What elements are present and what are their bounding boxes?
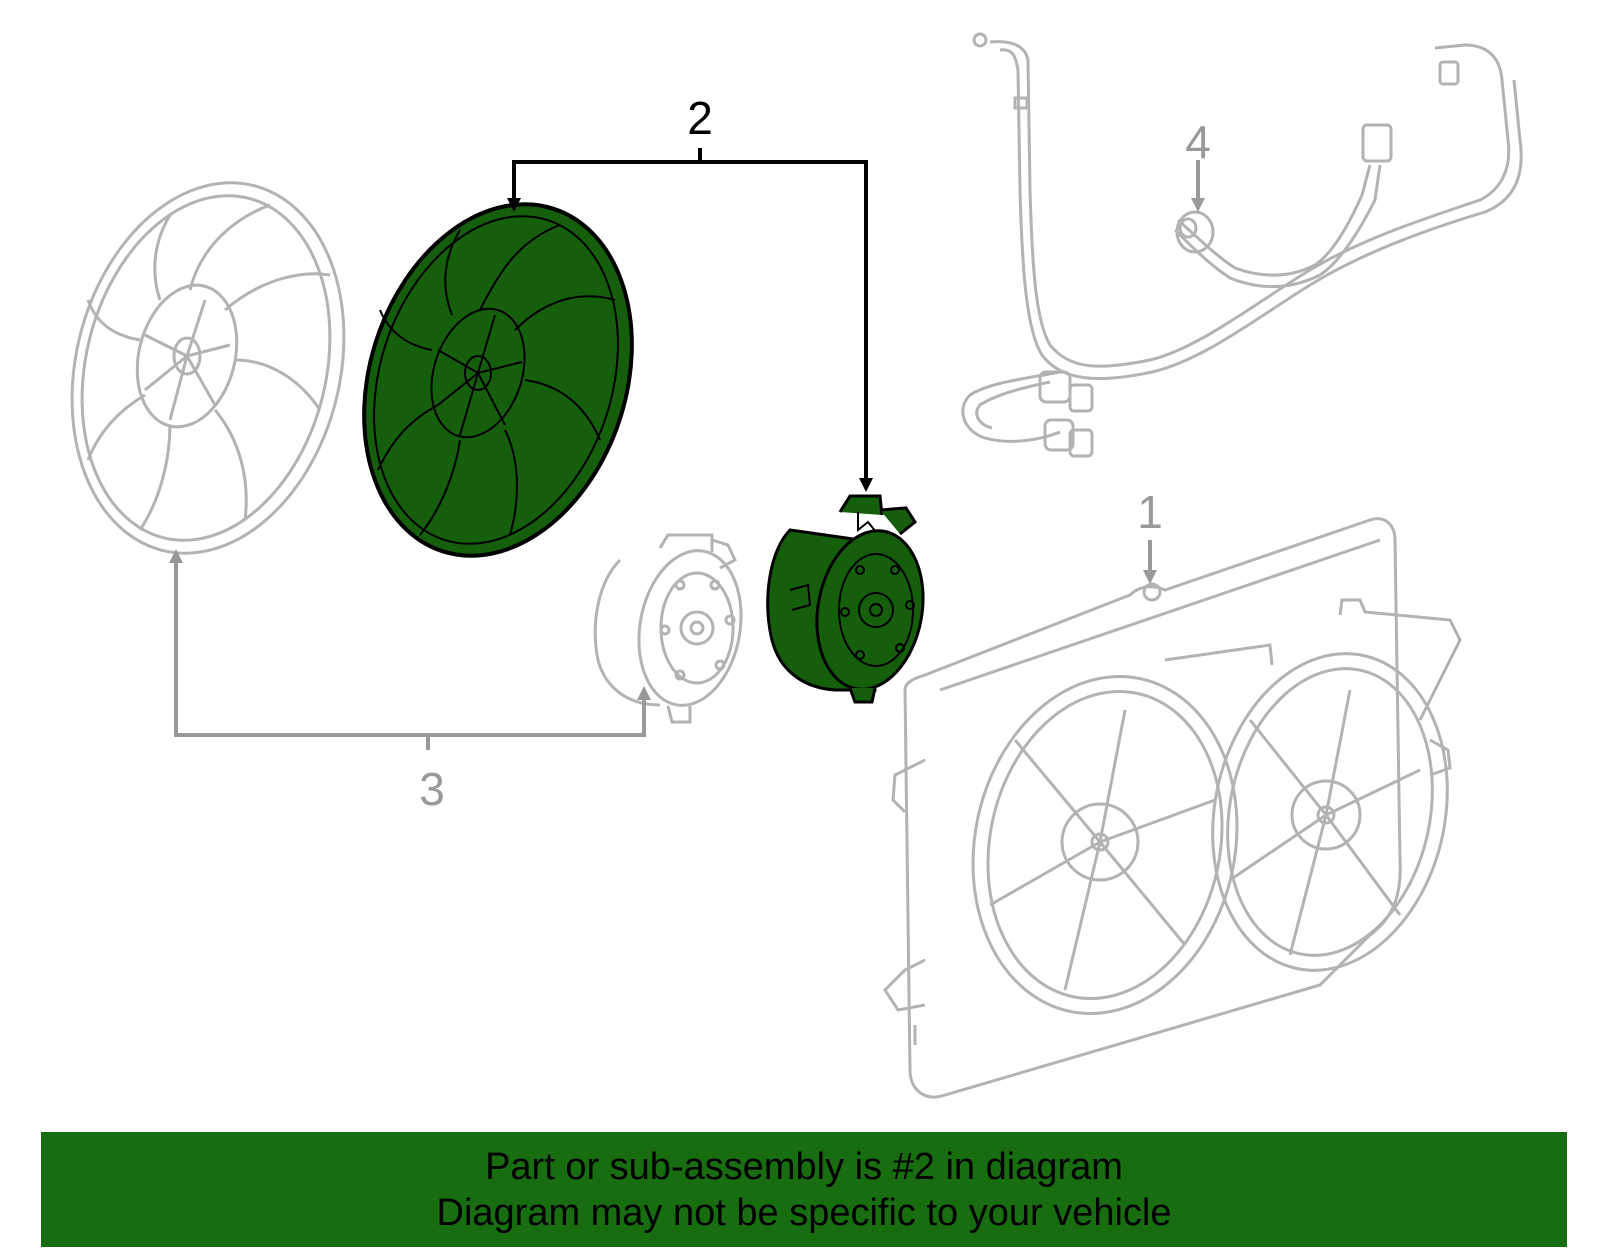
info-banner: Part or sub-assembly is #2 in diagram Di… <box>41 1132 1567 1247</box>
callout-4-label: 4 <box>1185 116 1211 168</box>
callout-2-bracket <box>512 148 868 478</box>
banner-line-2: Diagram may not be specific to your vehi… <box>436 1191 1172 1234</box>
callout-2-arrow-right <box>859 478 873 492</box>
banner-line-1: Part or sub-assembly is #2 in diagram <box>485 1145 1123 1188</box>
callout-4-arrow <box>1191 198 1205 212</box>
callout-2-label: 2 <box>687 92 713 144</box>
ghost-wiring-harness <box>961 32 1523 458</box>
callout-3-label: 3 <box>419 763 445 815</box>
callout-3-arrow-left <box>169 549 183 563</box>
callout-2-arrow-left <box>507 198 521 212</box>
highlighted-fan-blade <box>362 202 634 558</box>
ghost-fan-shroud <box>883 517 1462 1099</box>
callout-1-label: 1 <box>1137 486 1163 538</box>
callout-3-arrow-right <box>637 686 651 700</box>
highlighted-fan-motor <box>766 494 925 704</box>
ghost-fan-blade <box>70 181 346 555</box>
ghost-fan-motor <box>593 533 743 724</box>
callout-1-arrow <box>1143 570 1157 584</box>
callout-3-bracket <box>174 562 646 750</box>
